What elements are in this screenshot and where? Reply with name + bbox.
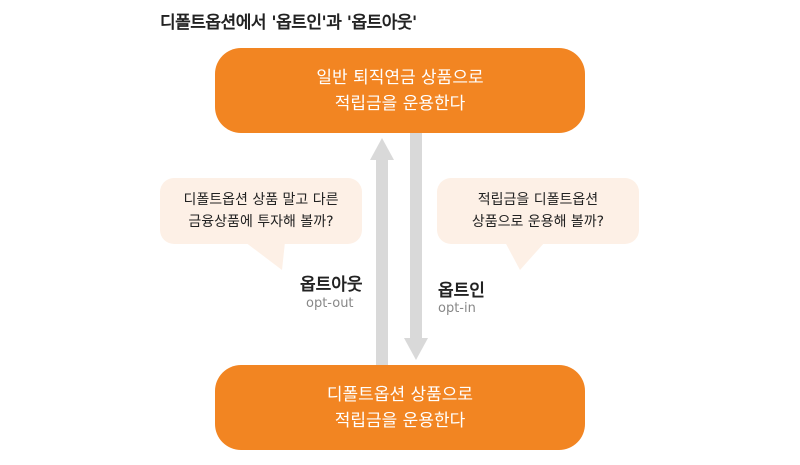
opt-in-sublabel: opt-in bbox=[438, 301, 476, 316]
opt-out-speech-bubble: 디폴트옵션 상품 말고 다른 금융상품에 투자해 볼까? bbox=[160, 178, 362, 244]
opt-in-arrow-shaft bbox=[410, 133, 422, 340]
default-option-box: 디폴트옵션 상품으로 적립금을 운용한다 bbox=[215, 365, 585, 450]
opt-out-arrow-head bbox=[370, 138, 394, 160]
opt-out-label: 옵트아웃 bbox=[300, 275, 363, 295]
opt-out-sublabel: opt-out bbox=[306, 296, 354, 311]
diagram-title: 디폴트옵션에서 '옵트인'과 '옵트아웃' bbox=[160, 13, 417, 33]
opt-out-arrow-shaft bbox=[376, 158, 388, 365]
opt-in-speech-bubble: 적립금을 디폴트옵션 상품으로 운용해 볼까? bbox=[437, 178, 639, 244]
opt-in-arrow-head bbox=[404, 338, 428, 360]
left-bubble-tail bbox=[245, 242, 285, 270]
opt-in-label: 옵트인 bbox=[438, 281, 485, 301]
general-pension-box: 일반 퇴직연금 상품으로 적립금을 운용한다 bbox=[215, 48, 585, 133]
right-bubble-tail bbox=[505, 242, 545, 270]
